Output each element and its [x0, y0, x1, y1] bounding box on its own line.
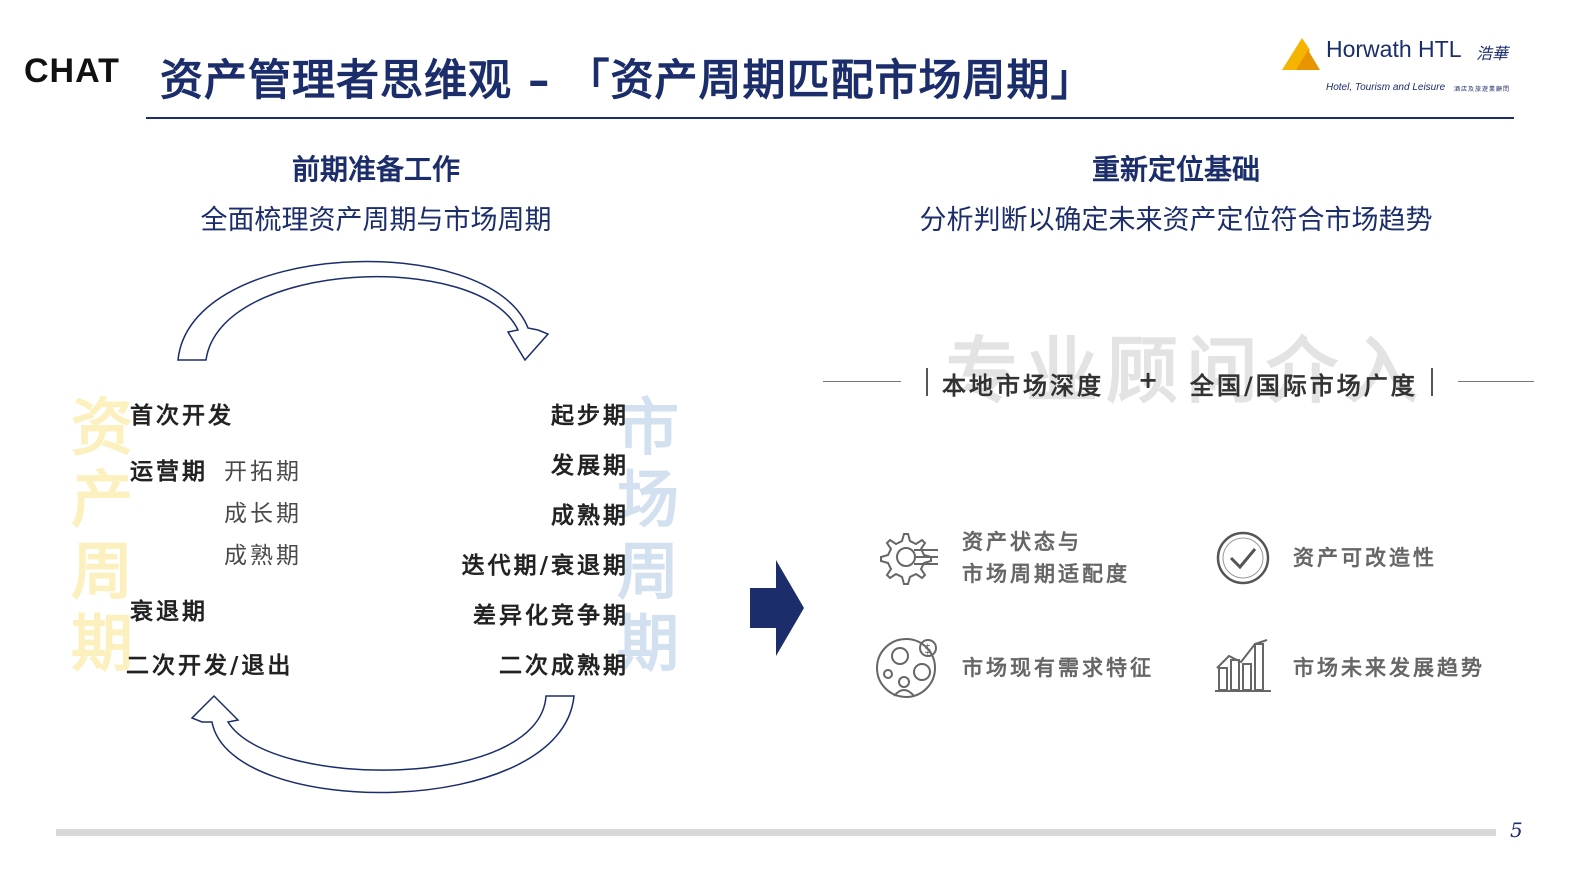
asset-stage-item: 首次开发	[130, 403, 234, 429]
asset-substage-item: 开拓期	[224, 459, 302, 485]
watermark-char: 市	[616, 391, 679, 464]
right-subheading: 分析判断以确定未来资产定位符合市场趋势	[919, 205, 1433, 236]
market-stage-item: 成熟期	[551, 503, 629, 529]
asset-stage-item: 二次开发/退出	[126, 653, 294, 679]
band-bracket-left	[926, 368, 928, 396]
feature-asset-fit: 资产状态与 市场周期适配度	[962, 526, 1130, 590]
page-title: 资产管理者思维观 – 「资产周期匹配市场周期」	[160, 56, 1095, 106]
footer-bar	[56, 829, 1496, 836]
asset-stage-item: 运营期	[130, 459, 208, 485]
market-stage-item: 发展期	[551, 453, 629, 479]
asset-substage-item: 成熟期	[224, 543, 302, 569]
company-logo	[1280, 32, 1520, 102]
feature-demand: 市场现有需求特征	[962, 656, 1154, 680]
feature-trend: 市场未来发展趋势	[1293, 656, 1485, 680]
asset-stage-item: 衰退期	[130, 599, 208, 625]
watermark-char: 期	[70, 607, 133, 680]
band-bracket-right	[1431, 368, 1433, 396]
watermark-char: 产	[70, 463, 133, 536]
svg-text:$: $	[924, 642, 932, 656]
logo-name: Horwath HTL	[1326, 36, 1462, 62]
checkmark-circle-icon	[1216, 531, 1270, 585]
band-plus: +	[1138, 366, 1162, 394]
watermark-market-cycle: 市 场 周 期	[612, 392, 684, 680]
logo-name-cn: 浩華	[1476, 44, 1509, 63]
watermark-char: 期	[616, 607, 679, 680]
logo-tagline: Hotel, Tourism and Leisure	[1326, 82, 1446, 93]
bar-chart-icon	[1215, 639, 1271, 692]
title-rule	[146, 117, 1514, 119]
transition-arrow-icon	[750, 560, 804, 656]
market-stage-item: 二次成熟期	[499, 653, 629, 679]
brand-label: CHAT	[24, 52, 120, 90]
band-line-left	[823, 381, 901, 382]
gear-icon	[880, 533, 938, 585]
market-demand-icon: $	[876, 638, 937, 698]
band-line-right	[1458, 381, 1534, 382]
left-subheading: 全面梳理资产周期与市场周期	[200, 205, 552, 236]
top-cycle-arrow	[177, 260, 550, 362]
feature-line: 市场周期适配度	[962, 562, 1130, 586]
feature-line: 资产状态与	[962, 530, 1082, 554]
watermark-char: 场	[616, 463, 679, 536]
market-stage-item: 起步期	[551, 403, 629, 429]
market-stage-item: 差异化竞争期	[473, 603, 629, 629]
market-stage-item: 迭代期/衰退期	[461, 553, 629, 579]
watermark-char: 资	[70, 391, 133, 464]
left-heading: 前期准备工作	[291, 153, 460, 186]
logo-tagline-cn: 酒店及旅遊業顧問	[1454, 86, 1511, 93]
band-local-depth: 本地市场深度	[942, 372, 1104, 400]
cycle-arrows	[177, 260, 575, 794]
watermark-char: 周	[70, 535, 133, 608]
watermark-consultant: 专业顾问介入	[946, 329, 1427, 413]
feature-renovation: 资产可改造性	[1293, 546, 1437, 570]
logo-mountain-icon	[1282, 38, 1320, 70]
bottom-cycle-arrow	[190, 694, 575, 794]
watermark-char: 周	[616, 535, 679, 608]
watermark-asset-cycle: 资 产 周 期	[66, 392, 138, 680]
band-national-breadth: 全国/国际市场广度	[1190, 372, 1418, 400]
right-heading: 重新定位基础	[1091, 153, 1260, 186]
page-number: 5	[1510, 818, 1523, 842]
asset-substage-item: 成长期	[224, 501, 302, 527]
